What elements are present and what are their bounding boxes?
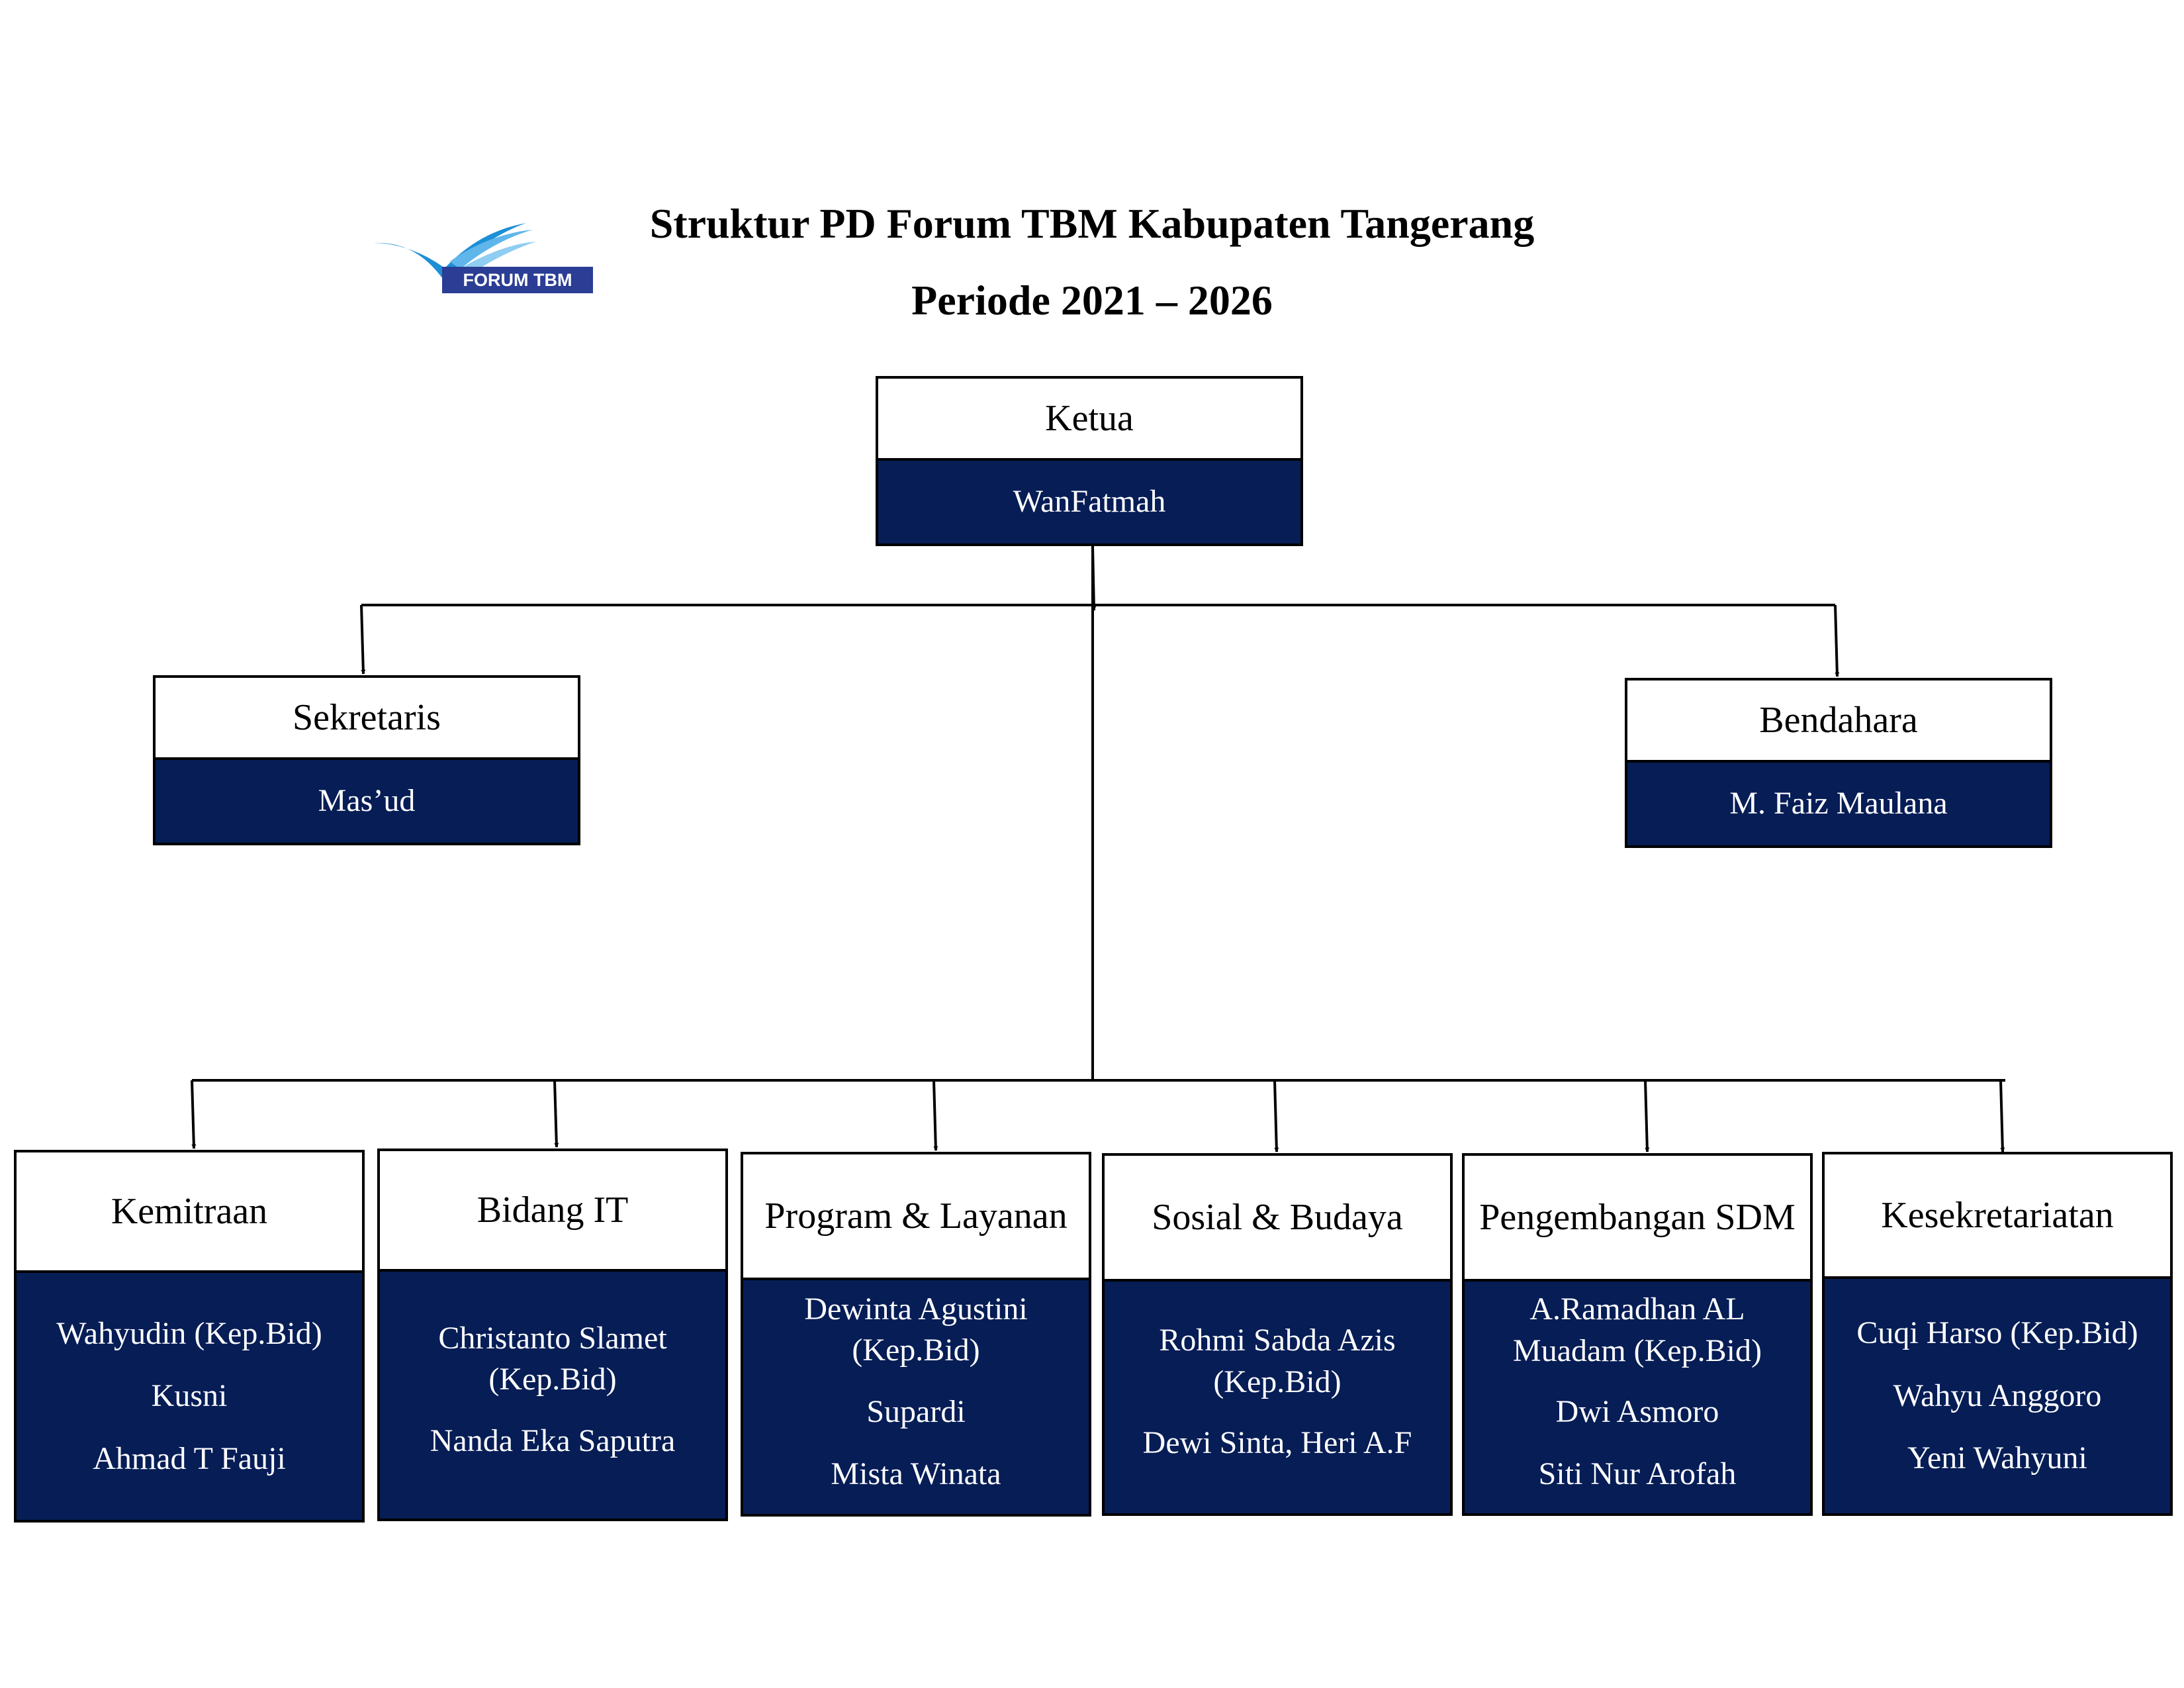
member-name: Ahmad T Fauji — [93, 1440, 286, 1476]
member-name: WanFatmah — [1013, 484, 1166, 520]
member-name: Siti Nur Arofah — [1538, 1456, 1737, 1492]
arrow-to-pengembangan-sdm — [1644, 1080, 1650, 1152]
logo-swoosh-3 — [463, 242, 536, 275]
member-name: Christanto Slamet (Kep.Bid) — [438, 1320, 667, 1397]
role-label-bidang-it: Bidang IT — [380, 1151, 725, 1272]
box-pengembangan-sdm: Pengembangan SDM A.Ramadhan AL Muadam (K… — [1462, 1153, 1813, 1516]
members-ketua: WanFatmah — [878, 461, 1300, 543]
member-name: Kusni — [151, 1378, 228, 1414]
role-label-kesekretariatan: Kesekretariatan — [1825, 1154, 2170, 1279]
role-label-pengembangan-sdm: Pengembangan SDM — [1465, 1156, 1810, 1282]
member-name: Mas’ud — [318, 783, 416, 819]
logo-swoosh-1 — [374, 223, 526, 281]
member-name: Cuqi Harso (Kep.Bid) — [1856, 1315, 2138, 1351]
logo-swoosh-2 — [450, 230, 533, 269]
arrow-to-kemitraan — [191, 1080, 197, 1149]
members-kemitraan: Wahyudin (Kep.Bid) Kusni Ahmad T Fauji — [17, 1273, 362, 1520]
arrow-to-bidang-it — [553, 1080, 559, 1148]
box-sosial-budaya: Sosial & Budaya Rohmi Sabda Azis (Kep.Bi… — [1102, 1153, 1453, 1516]
member-name: Dwi Asmoro — [1555, 1394, 1719, 1429]
members-kesekretariatan: Cuqi Harso (Kep.Bid) Wahyu Anggoro Yeni … — [1825, 1279, 2170, 1513]
member-name: Supardi — [866, 1393, 966, 1429]
members-sekretaris: Mas’ud — [156, 760, 578, 843]
member-name: Yeni Wahyuni — [1907, 1440, 2087, 1476]
box-sekretaris: Sekretaris Mas’ud — [153, 675, 580, 845]
arrow-to-sosial-budaya — [1273, 1080, 1279, 1152]
page-subtitle: Periode 2021 – 2026 — [911, 277, 1273, 324]
member-name: Wahyudin (Kep.Bid) — [56, 1315, 322, 1351]
arrow-to-kesekretariatan — [1999, 1080, 2005, 1152]
member-name: Nanda Eka Saputra — [430, 1423, 676, 1458]
arrow-to-bendahara — [1834, 604, 1840, 677]
member-name: M. Faiz Maulana — [1729, 786, 1948, 821]
arrow-to-center — [1091, 546, 1097, 611]
role-label-bendahara: Bendahara — [1627, 680, 2050, 763]
role-label-sosial-budaya: Sosial & Budaya — [1105, 1156, 1450, 1282]
members-pengembangan-sdm: A.Ramadhan AL Muadam (Kep.Bid) Dwi Asmor… — [1465, 1282, 1810, 1513]
role-label-kemitraan: Kemitraan — [17, 1152, 362, 1273]
role-label-ketua: Ketua — [878, 379, 1300, 461]
forum-tbm-logo: FORUM TBM — [374, 223, 593, 293]
members-bidang-it: Christanto Slamet (Kep.Bid) Nanda Eka Sa… — [380, 1272, 725, 1519]
box-bendahara: Bendahara M. Faiz Maulana — [1625, 678, 2052, 848]
member-name: Wahyu Anggoro — [1893, 1378, 2102, 1413]
box-kemitraan: Kemitraan Wahyudin (Kep.Bid) Kusni Ahmad… — [14, 1150, 365, 1523]
role-label-sekretaris: Sekretaris — [156, 678, 578, 760]
member-name: Dewinta Agustini (Kep.Bid) — [804, 1291, 1028, 1368]
logo-banner — [442, 267, 593, 293]
box-program-layanan: Program & Layanan Dewinta Agustini (Kep.… — [741, 1152, 1091, 1517]
role-label-program-layanan: Program & Layanan — [743, 1154, 1089, 1280]
box-bidang-it: Bidang IT Christanto Slamet (Kep.Bid) Na… — [377, 1149, 728, 1521]
page-title: Struktur PD Forum TBM Kabupaten Tangeran… — [649, 200, 1535, 247]
member-name: Dewi Sinta, Heri A.F — [1142, 1425, 1412, 1461]
member-name: Mista Winata — [831, 1456, 1001, 1491]
arrow-to-program-layanan — [933, 1080, 938, 1151]
box-ketua: Ketua WanFatmah — [876, 376, 1303, 546]
members-bendahara: M. Faiz Maulana — [1627, 763, 2050, 845]
arrow-to-sekretaris — [360, 604, 366, 675]
member-name: Rohmi Sabda Azis (Kep.Bid) — [1159, 1323, 1396, 1399]
box-kesekretariatan: Kesekretariatan Cuqi Harso (Kep.Bid) Wah… — [1822, 1152, 2173, 1516]
members-sosial-budaya: Rohmi Sabda Azis (Kep.Bid) Dewi Sinta, H… — [1105, 1282, 1450, 1513]
logo-text: FORUM TBM — [463, 270, 572, 290]
member-name: A.Ramadhan AL Muadam (Kep.Bid) — [1513, 1291, 1762, 1368]
members-program-layanan: Dewinta Agustini (Kep.Bid) Supardi Mista… — [743, 1280, 1089, 1514]
